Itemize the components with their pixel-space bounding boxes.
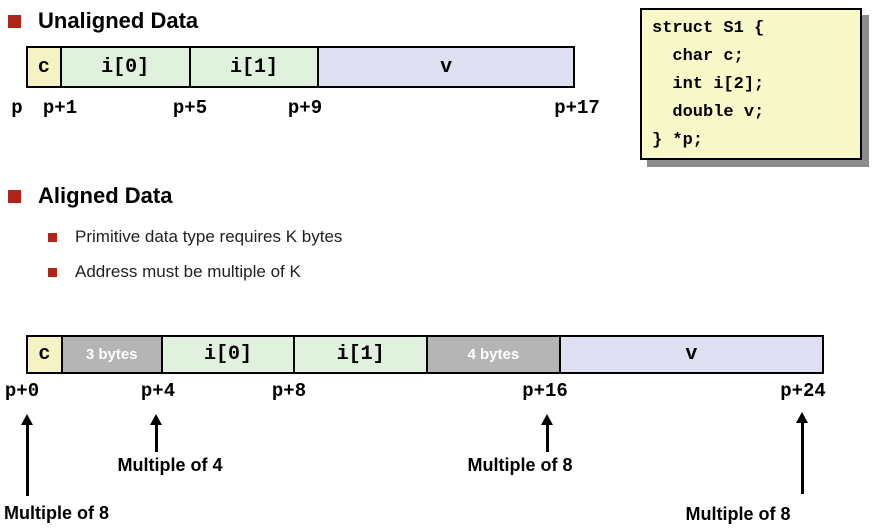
up-arrow-p24-icon <box>796 412 808 494</box>
aligned-cell-pad3: 3 bytes <box>60 337 161 372</box>
unaligned-cell-v: v <box>317 48 573 86</box>
addr-label-p16: p+16 <box>522 380 568 402</box>
code-line: int i[2]; <box>652 75 765 94</box>
aligned-cell-i1: i[1] <box>293 337 427 372</box>
square-bullet-icon <box>48 267 57 277</box>
addr-label-p9: p+9 <box>287 97 323 119</box>
code-line: struct S1 { <box>652 19 765 38</box>
addr-label-p0: p+0 <box>4 380 40 402</box>
unaligned-cell-c: c <box>28 48 60 86</box>
addr-label-p17: p+17 <box>554 97 600 119</box>
addr-label-p4: p+4 <box>140 380 176 402</box>
note-multiple-of-4-p4: Multiple of 4 <box>117 455 223 475</box>
unaligned-cell-i1: i[1] <box>188 48 318 86</box>
unaligned-heading-label: Unaligned Data <box>38 8 199 33</box>
code-line: char c; <box>652 47 744 66</box>
note-multiple-of-8-p24: Multiple of 8 <box>685 504 791 524</box>
aligned-cell-i0: i[0] <box>160 337 294 372</box>
unaligned-memory-diagram: c i[0] i[1] v <box>26 46 575 88</box>
aligned-bullet-1: Primitive data type requires K bytes <box>48 225 342 249</box>
aligned-cell-v: v <box>558 337 823 372</box>
addr-label-p5: p+5 <box>172 97 208 119</box>
square-bullet-icon <box>48 232 57 242</box>
square-bullet-icon <box>8 14 21 28</box>
note-multiple-of-8-p16: Multiple of 8 <box>467 455 573 475</box>
aligned-bullet-2: Address must be multiple of K <box>48 260 301 284</box>
up-arrow-p0-icon <box>21 414 33 496</box>
addr-label-p1: p+1 <box>42 97 78 119</box>
aligned-cell-pad4: 4 bytes <box>426 337 559 372</box>
note-multiple-of-8-p0: Multiple of 8 <box>4 503 109 523</box>
up-arrow-p4-icon <box>150 414 162 452</box>
aligned-bullet-2-label: Address must be multiple of K <box>75 262 301 281</box>
aligned-bullet-1-label: Primitive data type requires K bytes <box>75 227 343 246</box>
code-line: } *p; <box>652 131 704 150</box>
struct-code-box: struct S1 { char c; int i[2]; double v; … <box>640 8 862 160</box>
square-bullet-icon <box>8 189 21 203</box>
addr-label-p8: p+8 <box>271 380 307 402</box>
aligned-cell-c: c <box>28 337 61 372</box>
code-line: double v; <box>652 103 765 122</box>
up-arrow-p16-icon <box>541 414 553 452</box>
aligned-memory-diagram: c 3 bytes i[0] i[1] 4 bytes v <box>26 335 824 374</box>
addr-label-p: p <box>11 97 23 119</box>
unaligned-cell-i0: i[0] <box>59 48 189 86</box>
aligned-heading-label: Aligned Data <box>38 183 173 208</box>
addr-label-p24: p+24 <box>780 380 826 402</box>
aligned-heading: Aligned Data <box>8 181 172 211</box>
unaligned-heading: Unaligned Data <box>8 6 198 36</box>
